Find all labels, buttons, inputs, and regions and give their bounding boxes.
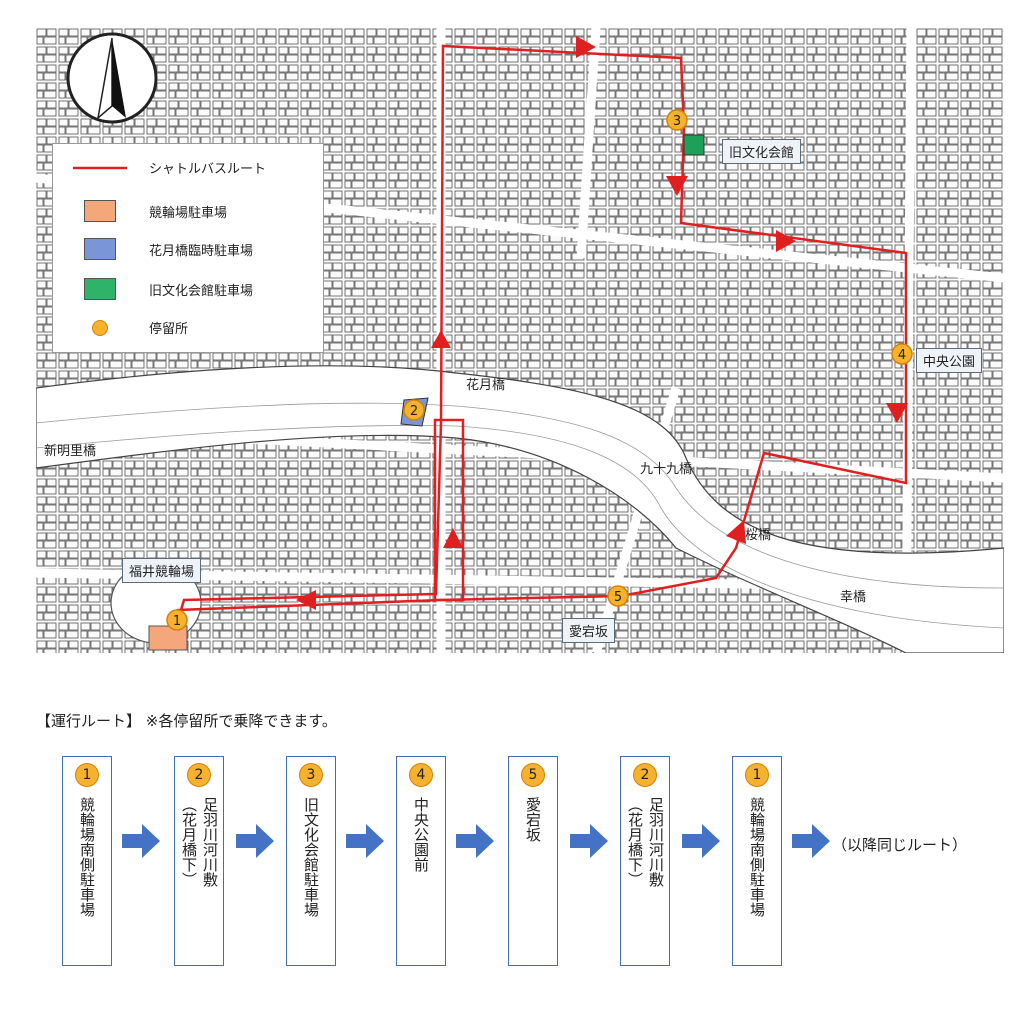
label-kyu-bunka: 旧文化会館: [722, 139, 802, 164]
step-2-number: 2: [187, 763, 211, 787]
step-7: 1 競輪場南側駐車場: [732, 756, 782, 966]
step-4-label: 中央公園前: [412, 797, 430, 872]
label-fukui-keirinjo: 福井競輪場: [122, 558, 202, 583]
legend-hanazuki-parking: 花月橋臨時駐車場: [53, 238, 253, 260]
route-arrows: [296, 36, 908, 610]
step-2-sub: （花月橋下）: [180, 797, 198, 887]
label-chuo-koen: 中央公園: [916, 348, 983, 373]
stop-4-num: 4: [898, 348, 906, 363]
label-atago-zaka: 愛宕坂: [562, 618, 616, 643]
bunka-parking-swatch-icon: [84, 278, 116, 300]
legend-hanazuki-parking-label: 花月橋臨時駐車場: [149, 243, 254, 259]
flow-arrow-icon: [682, 824, 720, 858]
step-3-label: 旧文化会館駐車場: [302, 797, 320, 917]
route-line-icon: [73, 166, 127, 169]
step-4: 4 中央公園前: [396, 756, 446, 966]
hanazuki-parking-swatch-icon: [84, 238, 116, 260]
flow-arrow-icon: [122, 824, 160, 858]
stop-5-num: 5: [614, 590, 622, 605]
step-3: 3 旧文化会館駐車場: [286, 756, 336, 966]
bunka-parking-marker: [683, 134, 705, 156]
label-saiwai-bashi: 幸橋: [840, 590, 867, 605]
step-5-number: 5: [521, 763, 545, 787]
flow-arrow-icon: [456, 824, 494, 858]
keirin-parking-swatch-icon: [84, 200, 116, 222]
river-centerline: [35, 402, 1005, 589]
stop-2-marker: [403, 399, 425, 421]
legend-bus-stop-label: 停留所: [149, 322, 189, 337]
legend-keirin-parking-label: 競輪場駐車場: [149, 205, 228, 221]
flow-arrow-icon: [792, 824, 830, 858]
legend-bunka-parking: 旧文化会館駐車場: [53, 278, 253, 300]
step-7-label: 競輪場南側駐車場: [748, 797, 766, 917]
river-bank: [35, 425, 1005, 629]
legend-bunka-parking-label: 旧文化会館駐車場: [149, 283, 254, 299]
step-1: 1 競輪場南側駐車場: [62, 756, 112, 966]
stop-3-marker: [666, 109, 688, 131]
step-6: 2 足羽川河川敷 （花月橋下）: [620, 756, 670, 966]
step-2-label: 足羽川河川敷: [201, 797, 219, 887]
label-shin-meiri-bashi: 新明里橋: [44, 444, 97, 459]
flow-arrow-icon: [236, 824, 274, 858]
stop-4-marker: [891, 343, 913, 365]
route-heading: 【運行ルート】 ※各停留所で乗降できます。: [36, 712, 337, 730]
legend-keirin-parking: 競輪場駐車場: [53, 200, 227, 222]
stop-3-num: 3: [673, 114, 681, 129]
stop-1-marker: [166, 609, 188, 631]
stop-2-num: 2: [410, 404, 418, 419]
legend-route-label: シャトルバスルート: [149, 162, 267, 177]
label-sakura-bashi: 桜橋: [745, 528, 772, 543]
step-1-label: 競輪場南側駐車場: [78, 797, 96, 917]
step-6-number: 2: [633, 763, 657, 787]
flow-arrow-icon: [570, 824, 608, 858]
map-legend: シャトルバスルート 競輪場駐車場 花月橋臨時駐車場 旧文化会館駐車場 停留所: [52, 143, 324, 353]
step-5: 5 愛宕坂: [508, 756, 558, 966]
label-kujuku-bashi: 九十九橋: [640, 462, 693, 477]
step-3-number: 3: [299, 763, 323, 787]
step-1-number: 1: [75, 763, 99, 787]
shuttle-route: [176, 44, 908, 621]
bus-stops: 1 2 3 4 5: [166, 109, 913, 631]
north-arrow-icon: [66, 32, 158, 124]
step-2: 2 足羽川河川敷 （花月橋下）: [174, 756, 224, 966]
step-4-number: 4: [409, 763, 433, 787]
legend-route: シャトルバスルート: [53, 158, 266, 177]
stop-5-marker: [607, 585, 629, 607]
step-6-sub: （花月橋下）: [626, 797, 644, 887]
route-repeat-note: （以降同じルート）: [832, 836, 968, 854]
legend-bus-stop: 停留所: [53, 318, 188, 337]
label-hanazuki-bashi: 花月橋: [466, 378, 506, 393]
bus-stop-circle-icon: [92, 319, 108, 336]
step-5-label: 愛宕坂: [524, 797, 542, 842]
step-6-label: 足羽川河川敷: [647, 797, 665, 887]
stop-1-num: 1: [173, 614, 181, 629]
step-7-number: 1: [745, 763, 769, 787]
flow-arrow-icon: [346, 824, 384, 858]
